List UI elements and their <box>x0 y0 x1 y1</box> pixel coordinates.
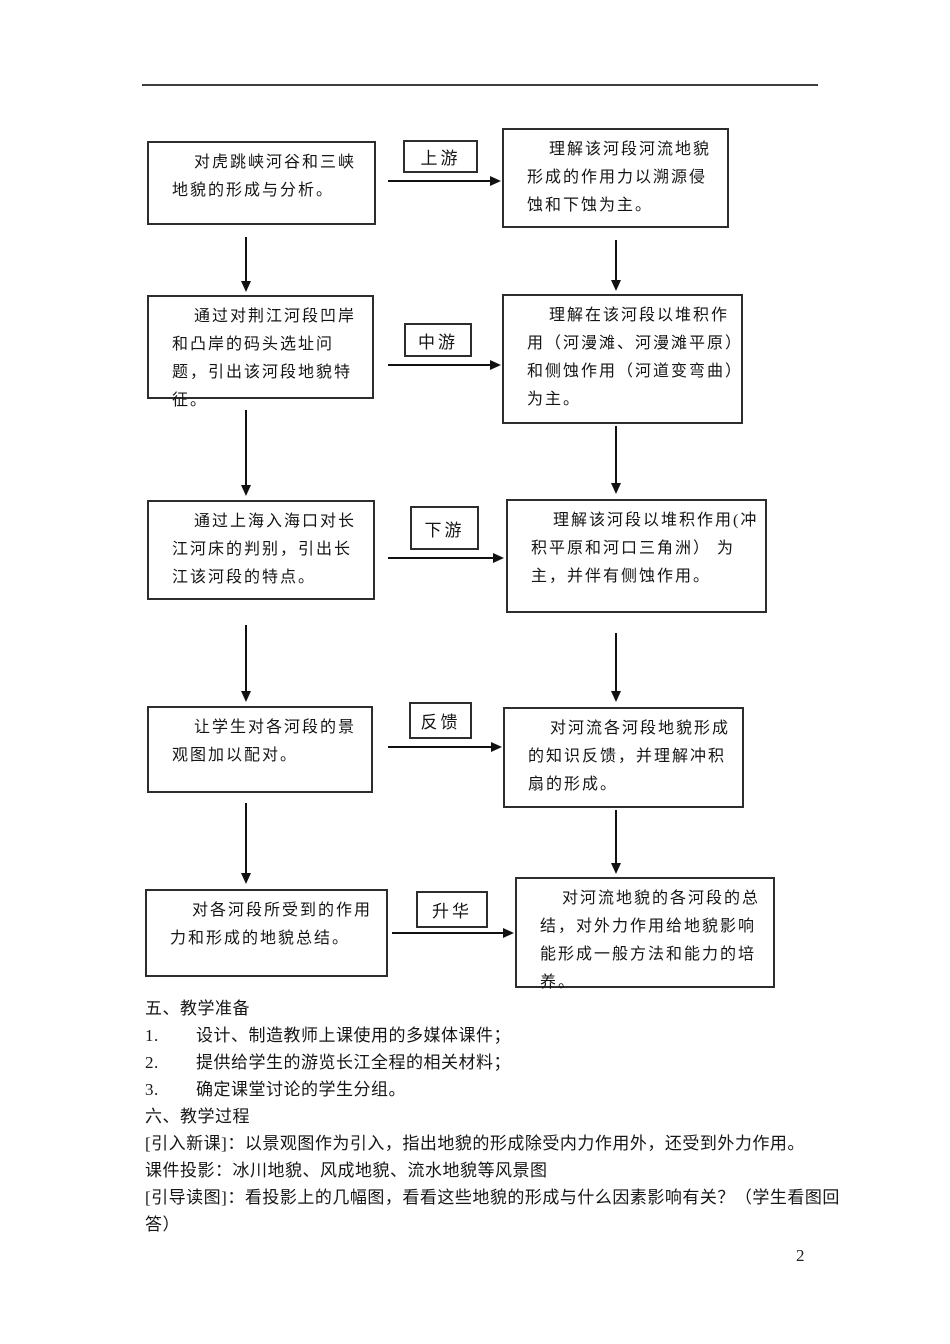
flow-arrow-right-line-4 <box>388 746 491 748</box>
preparation-item-2: 2. 提供给学生的游览长江全程的相关材料； <box>145 1049 839 1076</box>
flow-right-text-5: 对河流地貌的各河段的总结，对外力作用给地貌影响能形成一般方法和能力的培养。 <box>540 890 761 991</box>
flow-arrow-right-line-3 <box>388 557 493 559</box>
flow-stage-label-3: 下游 <box>410 506 479 550</box>
flow-left-box-5: 对各河段所受到的作用力和形成的地貌总结。 <box>145 889 388 977</box>
stage-label-text-1: 上游 <box>420 149 461 168</box>
item-text: 提供给学生的游览长江全程的相关材料； <box>196 1053 511 1072</box>
flow-right-text-1: 理解该河段河流地貌形成的作用力以溯源侵蚀和下蚀为主。 <box>527 141 712 214</box>
process-line-4: 答） <box>145 1215 180 1234</box>
stage-label-text-4: 反馈 <box>420 713 461 732</box>
flow-stage-label-4: 反馈 <box>409 702 472 739</box>
flow-arrow-down-line-right-1 <box>615 240 617 281</box>
right-arrow-icon-5 <box>503 928 514 938</box>
flow-arrow-down-line-left-4 <box>245 803 247 874</box>
flow-right-box-4: 对河流各河段地貌形成的知识反馈，并理解冲积扇的形成。 <box>503 707 744 808</box>
flow-arrow-down-line-right-4 <box>615 810 617 864</box>
stage-label-text-3: 下游 <box>424 520 465 540</box>
item-number: 2. <box>145 1053 159 1072</box>
down-arrow-icon-left-1 <box>241 281 251 292</box>
flow-right-text-3: 理解该河段以堆积作用(冲积平原和河口三角洲） 为主，并伴有侧蚀作用。 <box>531 512 759 585</box>
flow-left-text-4: 让学生对各河段的景观图加以配对。 <box>172 719 357 764</box>
down-arrow-icon-left-4 <box>241 873 251 884</box>
stage-label-text-2: 中游 <box>418 332 458 352</box>
down-arrow-icon-right-3 <box>611 691 621 702</box>
down-arrow-icon-right-1 <box>611 280 621 291</box>
page-number: 2 <box>796 1246 805 1265</box>
flow-stage-label-1: 上游 <box>403 140 478 173</box>
section-heading-preparation: 五、教学准备 <box>145 999 250 1018</box>
header-rule <box>142 84 818 86</box>
flow-right-box-5: 对河流地貌的各河段的总结，对外力作用给地貌影响能形成一般方法和能力的培养。 <box>515 877 775 991</box>
flow-left-text-3: 通过上海入海口对长江河床的判别，引出长江该河段的特点。 <box>172 513 357 586</box>
flow-left-box-4: 让学生对各河段的景观图加以配对。 <box>147 706 373 793</box>
process-line-1: [引入新课]：以景观图作为引入，指出地貌的形成除受内力作用外，还受到外力作用。 <box>145 1134 805 1153</box>
flow-left-box-3: 通过上海入海口对长江河床的判别，引出长江该河段的特点。 <box>147 500 375 600</box>
right-arrow-icon-1 <box>490 176 501 186</box>
flow-left-text-2: 通过对荆江河段凹岸和凸岸的码头选址问题，引出该河段地貌特征。 <box>172 308 357 409</box>
right-arrow-icon-2 <box>490 360 501 370</box>
flow-left-box-2: 通过对荆江河段凹岸和凸岸的码头选址问题，引出该河段地貌特征。 <box>147 295 374 409</box>
body-text: 五、教学准备 1. 设计、制造教师上课使用的多媒体课件； 2. 提供给学生的游览长江… <box>145 995 839 1238</box>
flow-arrow-right-line-1 <box>388 180 490 182</box>
flow-right-text-4: 对河流各河段地貌形成的知识反馈，并理解冲积扇的形成。 <box>528 720 731 793</box>
flow-right-box-2: 理解在该河段以堆积作用（河漫滩、河漫滩平原）和侧蚀作用（河道变弯曲）为主。 <box>502 294 743 424</box>
right-arrow-icon-3 <box>493 553 504 563</box>
section-heading-process: 六、教学过程 <box>145 1107 250 1126</box>
item-text: 确定课堂讨论的学生分组。 <box>196 1080 406 1099</box>
process-line-2: 课件投影：冰川地貌、风成地貌、流水地貌等风景图 <box>145 1161 548 1180</box>
item-number: 1. <box>145 1026 159 1045</box>
flow-arrow-down-line-right-3 <box>615 633 617 692</box>
flow-arrow-down-line-right-2 <box>615 426 617 484</box>
preparation-item-3: 3. 确定课堂讨论的学生分组。 <box>145 1076 839 1103</box>
flow-arrow-right-line-5 <box>392 932 503 934</box>
down-arrow-icon-right-2 <box>611 483 621 494</box>
item-text: 设计、制造教师上课使用的多媒体课件； <box>196 1026 511 1045</box>
stage-label-text-5: 升华 <box>432 902 472 921</box>
flow-arrow-down-line-left-2 <box>245 410 247 486</box>
flow-left-box-1: 对虎跳峡河谷和三峡地貌的形成与分析。 <box>147 141 376 225</box>
flow-stage-label-2: 中游 <box>404 323 472 357</box>
flow-right-text-2: 理解在该河段以堆积作用（河漫滩、河漫滩平原）和侧蚀作用（河道变弯曲）为主。 <box>527 307 736 408</box>
down-arrow-icon-left-2 <box>241 485 251 496</box>
flow-arrow-down-line-left-3 <box>245 625 247 692</box>
flow-arrow-right-line-2 <box>388 364 490 366</box>
down-arrow-icon-right-4 <box>611 863 621 874</box>
flow-right-box-3: 理解该河段以堆积作用(冲积平原和河口三角洲） 为主，并伴有侧蚀作用。 <box>506 499 767 613</box>
flow-arrow-down-line-left-1 <box>245 237 247 282</box>
flow-right-box-1: 理解该河段河流地貌形成的作用力以溯源侵蚀和下蚀为主。 <box>502 128 729 228</box>
preparation-item-1: 1. 设计、制造教师上课使用的多媒体课件； <box>145 1022 839 1049</box>
down-arrow-icon-left-3 <box>241 691 251 702</box>
flow-stage-label-5: 升华 <box>416 891 488 928</box>
flow-left-text-5: 对各河段所受到的作用力和形成的地貌总结。 <box>170 902 373 947</box>
item-number: 3. <box>145 1080 159 1099</box>
right-arrow-icon-4 <box>491 742 502 752</box>
process-line-3: [引导读图]：看投影上的几幅图，看看这些地貌的形成与什么因素影响有关？（学生看图… <box>145 1188 840 1207</box>
flow-left-text-1: 对虎跳峡河谷和三峡地貌的形成与分析。 <box>172 154 357 199</box>
